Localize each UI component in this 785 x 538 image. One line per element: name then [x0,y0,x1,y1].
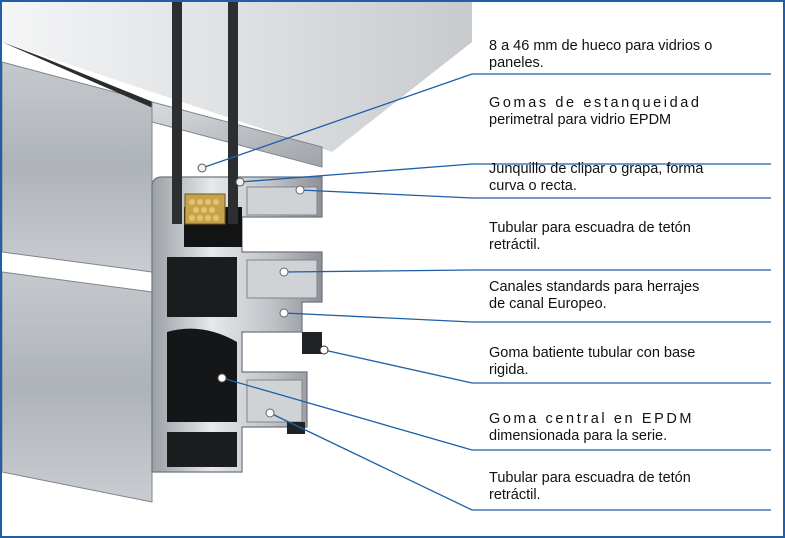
leader-dot-goma-batiente [319,345,329,355]
callout-hueco-line1: 8 a 46 mm de hueco para vidrios o [489,38,713,54]
callout-gomas-line1: Gomas de estanqueidad [489,95,702,111]
callout-tubular-2-line2: retráctil. [489,487,541,503]
leader-dot-hueco [197,163,207,173]
callout-tubular-1: Tubular para escuadra de tetón retráctil… [489,220,771,254]
glass-pane-inner [228,2,238,224]
callout-canales-line2: de canal Europeo. [489,296,607,312]
callout-hueco-line2: paneles. [489,55,544,71]
callout-tubular-2: Tubular para escuadra de tetón retráctil… [489,470,771,504]
callout-junquillo: Junquillo de clipar o grapa, forma curva… [489,161,771,195]
callout-leader-dots [197,163,329,418]
callout-tubular-2-line1: Tubular para escuadra de tetón [489,470,691,486]
leader-dot-goma-central [217,373,227,383]
callout-gomas-line2: perimetral para vidrio EPDM [489,112,672,128]
callout-goma-batiente-line2: rigida. [489,362,529,378]
leader-dot-junquillo [295,185,305,195]
callout-gomas-estanqueidad: Gomas de estanqueidad perimetral para vi… [489,95,771,129]
glass-pane-outer [172,2,182,224]
callout-canales: Canales standards para herrajes de canal… [489,279,771,313]
callout-tubular-1-line1: Tubular para escuadra de tetón [489,220,691,236]
callout-goma-central: Goma central en EPDM dimensionada para l… [489,411,771,445]
leader-dot-tubular-2 [265,408,275,418]
callout-junquillo-line1: Junquillo de clipar o grapa, forma [489,161,704,177]
callout-tubular-1-line2: retráctil. [489,237,541,253]
leader-dot-canales [279,308,289,318]
callout-goma-batiente: Goma batiente tubular con base rigida. [489,345,771,379]
callout-underlines [472,73,771,511]
callout-leader-lines [201,73,473,511]
callout-canales-line1: Canales standards para herrajes [489,279,700,295]
leader-dot-tubular-1 [279,267,289,277]
callout-hueco: 8 a 46 mm de hueco para vidrios o panele… [489,38,771,72]
profile-side-face-lower [2,271,153,503]
leader-dot-gomas [235,177,245,187]
callout-goma-central-line1: Goma central en EPDM [489,411,695,427]
callout-goma-batiente-line1: Goma batiente tubular con base [489,345,696,361]
spacer-desiccant [189,199,219,221]
callout-goma-central-line2: dimensionada para la serie. [489,428,668,444]
callout-junquillo-line2: curva o recta. [489,178,577,194]
